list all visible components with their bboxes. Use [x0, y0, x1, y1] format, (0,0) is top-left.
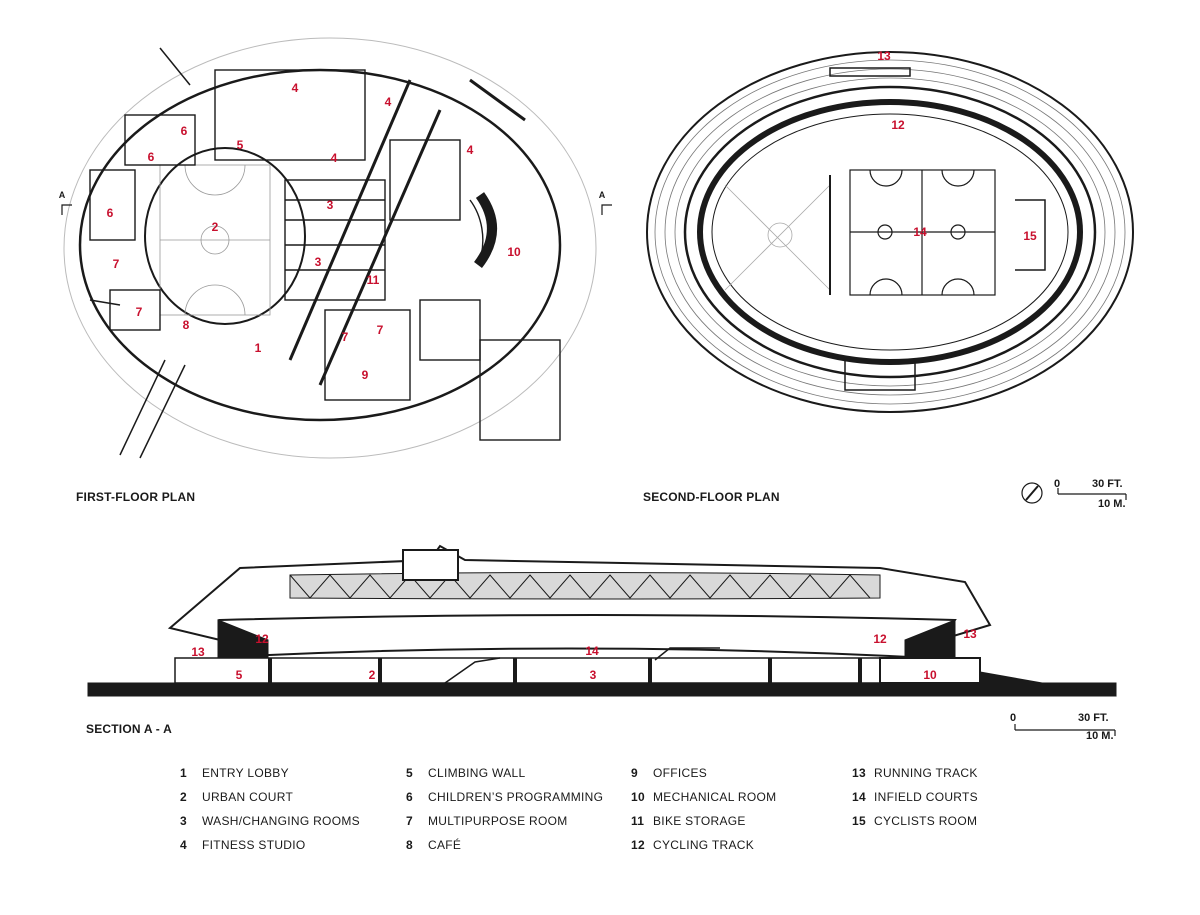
legend-number: 8 — [406, 838, 413, 852]
plan-label: 3 — [314, 255, 322, 269]
second-floor-plan-title: SECOND-FLOOR PLAN — [643, 490, 780, 504]
plan-label: 4 — [330, 151, 338, 165]
plan-label: 12 — [255, 632, 269, 646]
plan-label: 6 — [106, 206, 114, 220]
section-title: SECTION A - A — [86, 722, 172, 736]
plan-label: 3 — [326, 198, 334, 212]
legend-text: FITNESS STUDIO — [202, 838, 306, 852]
plan-label: 10 — [507, 245, 521, 259]
plan-label: 14 — [585, 644, 599, 658]
plan-label: 7 — [341, 330, 349, 344]
legend-number: 5 — [406, 766, 413, 780]
legend-text: CHILDREN’S PROGRAMMING — [428, 790, 604, 804]
plan-label: 2 — [211, 220, 219, 234]
plan-label: 12 — [873, 632, 887, 646]
legend-number: 13 — [852, 766, 866, 780]
plan-label: 13 — [963, 627, 977, 641]
section-a-a — [87, 544, 1117, 697]
plan-label: 6 — [180, 124, 188, 138]
plan-label: 7 — [135, 305, 143, 319]
legend-text: MECHANICAL ROOM — [653, 790, 777, 804]
legend-number: 9 — [631, 766, 638, 780]
legend-number: 6 — [406, 790, 413, 804]
plan-label: 7 — [112, 257, 120, 271]
legend-number: 1 — [180, 766, 187, 780]
plan-label: 9 — [361, 368, 369, 382]
plan-label: 7 — [376, 323, 384, 337]
legend-text: ENTRY LOBBY — [202, 766, 289, 780]
scale-m: 10 M. — [1098, 498, 1126, 510]
legend-text: CYCLISTS ROOM — [874, 814, 978, 828]
legend-number: 11 — [631, 814, 645, 828]
plan-label: 5 — [236, 138, 244, 152]
plan-label: 12 — [891, 118, 905, 132]
plan-label: 2 — [368, 668, 376, 682]
scale-ft: 30 FT. — [1078, 712, 1109, 724]
plan-label: 4 — [384, 95, 392, 109]
first-floor-plan-title: FIRST-FLOOR PLAN — [76, 490, 196, 504]
section-marker-left: A — [58, 190, 66, 200]
scale-top: 0 30 FT. 10 M. — [1050, 478, 1160, 518]
legend-text: CAFÉ — [428, 838, 462, 852]
legend-text: BIKE STORAGE — [653, 814, 746, 828]
plan-label: 6 — [147, 150, 155, 164]
legend-number: 2 — [180, 790, 187, 804]
plan-label: 5 — [235, 668, 243, 682]
scale-zero: 0 — [1010, 712, 1017, 724]
legend-text: RUNNING TRACK — [874, 766, 978, 780]
legend-text: MULTIPURPOSE ROOM — [428, 814, 568, 828]
section-marker-right: A — [598, 190, 606, 200]
plan-label: 11 — [366, 273, 380, 287]
legend-text: INFIELD COURTS — [874, 790, 978, 804]
scale-ft: 30 FT. — [1092, 478, 1123, 490]
legend-text: OFFICES — [653, 766, 708, 780]
legend-number: 12 — [631, 838, 645, 852]
plan-label: 14 — [913, 225, 927, 239]
second-floor-plan — [646, 51, 1134, 413]
plan-label: 3 — [589, 668, 597, 682]
legend-number: 15 — [852, 814, 866, 828]
scale-bottom: 0 30 FT. 10 M. — [1008, 712, 1118, 752]
plan-label: 13 — [191, 645, 205, 659]
plan-label: 8 — [182, 318, 190, 332]
plan-label: 1 — [254, 341, 262, 355]
plan-label: 15 — [1023, 229, 1037, 243]
first-floor-plan — [61, 37, 612, 459]
legend-text: WASH/CHANGING ROOMS — [202, 814, 360, 828]
scale-zero: 0 — [1054, 478, 1061, 490]
legend-number: 4 — [180, 838, 187, 852]
plan-label: 4 — [466, 143, 474, 157]
plan-label: 4 — [291, 81, 299, 95]
legend-number: 3 — [180, 814, 187, 828]
plan-label: 13 — [877, 49, 891, 63]
legend-text: URBAN COURT — [202, 790, 294, 804]
plan-label: 10 — [923, 668, 937, 682]
legend-number: 14 — [852, 790, 866, 804]
legend-number: 7 — [406, 814, 413, 828]
legend-number: 10 — [631, 790, 645, 804]
legend-text: CLIMBING WALL — [428, 766, 526, 780]
legend-text: CYCLING TRACK — [653, 838, 755, 852]
legend: 1 ENTRY LOBBY 2 URBAN COURT 3 WASH/CHANGING… — [180, 766, 1180, 856]
scale-m: 10 M. — [1086, 730, 1114, 742]
